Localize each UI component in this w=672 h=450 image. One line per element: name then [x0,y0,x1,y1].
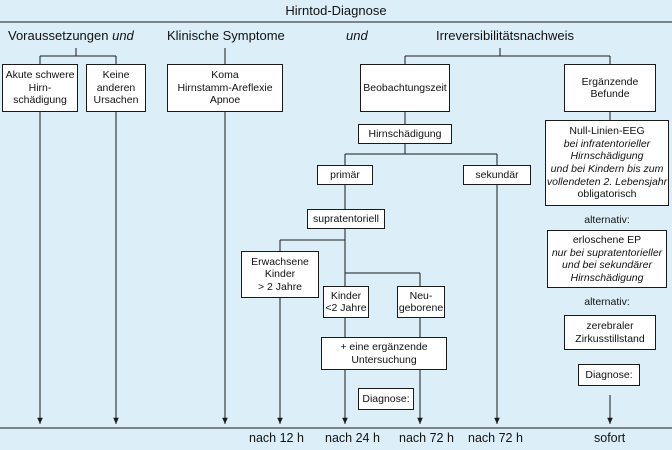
page-title: Hirntod-Diagnose [285,3,387,18]
box-primaer: primär [317,165,373,185]
box-hirnschaedigung: Hirnschädigung [358,124,452,144]
time-label-12h: nach 12 h [249,431,304,445]
box-supratentoriell: supratentoriell [307,209,385,229]
time-label-sofort: sofort [594,431,626,445]
box-diagnose-left: Diagnose: [358,388,414,410]
box-neugeborene: Neu-geborene [397,286,445,318]
box-sekundaer: sekundär [463,165,531,185]
time-label-24h: nach 24 h [325,431,380,445]
header-voraussetzungen: Voraussetzungen und [8,28,134,43]
header-klinische-symptome: Klinische Symptome [167,28,285,43]
label-alternativ-2: alternativ: [584,296,630,308]
box-diagnose-right: Diagnose: [578,364,640,386]
time-label-72h-b: nach 72 h [468,431,523,445]
box-null-linien-eeg: Null-Linien-EEG bei infratentorieller Hi… [545,120,669,206]
box-beobachtungszeit: Beobachtungszeit [360,64,450,112]
time-label-72h-a: nach 72 h [399,431,454,445]
header-und: und [346,28,368,43]
box-kinder-unter-2: Kinder<2 Jahre [323,286,369,318]
box-erloschene-ep: erloschene EP nur bei supratentorieller … [547,230,667,288]
label-alternativ-1: alternativ: [584,214,630,226]
header-irreversibilitaet: Irreversibilitätsnachweis [436,28,574,43]
